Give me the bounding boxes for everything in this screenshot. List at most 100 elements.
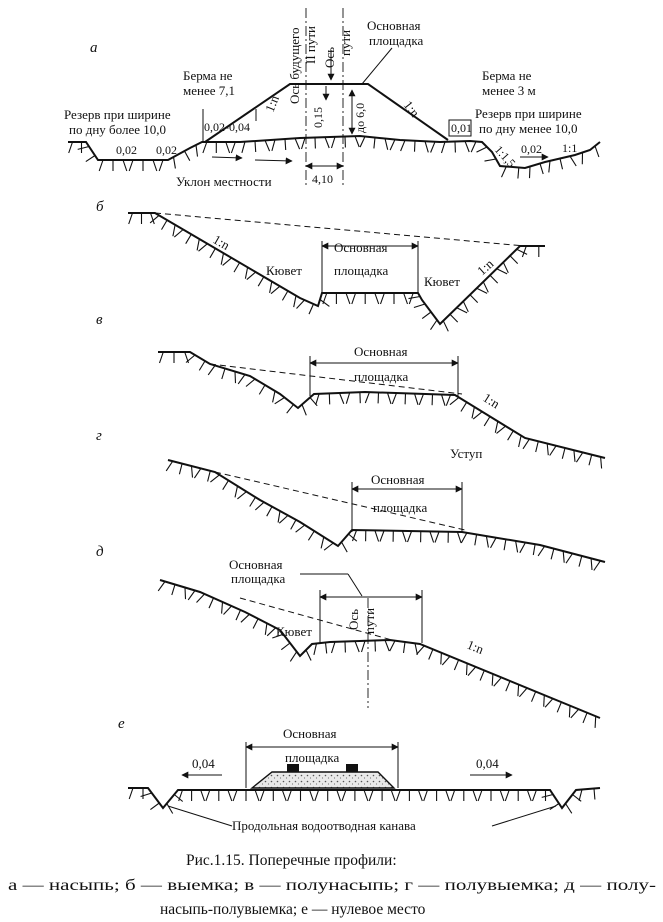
hatch-stroke	[190, 465, 194, 478]
hatch-stroke	[308, 303, 315, 315]
hatch-stroke	[289, 651, 298, 662]
hatch-stroke	[537, 545, 546, 557]
hatch-stroke	[185, 354, 196, 363]
hatch-stroke	[450, 789, 456, 802]
hatch-stroke	[200, 789, 206, 802]
hatch-stroke	[568, 705, 571, 718]
caption-line-2: а — насыпь; б — выемка; в — полунасыпь; …	[8, 877, 656, 894]
hatch-stroke	[278, 514, 289, 524]
hatch-stroke	[305, 649, 312, 661]
hatch-stroke	[128, 212, 134, 225]
hatch-stroke	[198, 360, 206, 371]
hatch-stroke	[341, 541, 348, 553]
hatch-stroke	[257, 276, 265, 287]
hatch-stroke	[578, 555, 583, 567]
hatch-stroke	[196, 238, 200, 251]
hatch-stroke	[389, 139, 396, 151]
hatch-stroke	[173, 229, 184, 238]
hatch-stroke	[237, 374, 246, 385]
hatch-stroke	[460, 401, 468, 412]
hatch-stroke	[471, 406, 475, 419]
hatch-stroke	[449, 313, 459, 323]
hatch-stroke	[161, 219, 168, 230]
hatch-stroke	[187, 590, 196, 601]
panel-g-platform-1: Основная	[371, 472, 424, 487]
hatch-stroke	[324, 642, 328, 654]
hatch-stroke	[482, 281, 489, 293]
hatch-stroke	[476, 287, 488, 294]
hatch-stroke	[271, 139, 276, 152]
hatch-stroke	[573, 450, 576, 462]
hatch-stroke	[491, 673, 494, 686]
hatch-stroke	[549, 803, 560, 811]
hatch-stroke	[172, 156, 176, 169]
panel-a-reserve-right-1: Резерв при ширине	[475, 106, 582, 121]
hatch-stroke	[467, 666, 477, 676]
hatch-stroke	[395, 789, 401, 802]
hatch-stroke	[530, 691, 537, 702]
hatch-stroke	[149, 214, 160, 224]
panel-d-ditch: Кювет	[276, 624, 312, 639]
panel-a-spacing: 4,10	[312, 172, 333, 186]
panel-a-axis-track-2: пути	[338, 30, 353, 56]
hatch-stroke	[494, 421, 499, 433]
hatch-stroke	[470, 141, 477, 153]
hatch-stroke	[421, 311, 432, 320]
hatch-stroke	[389, 640, 396, 652]
hatch-stroke	[294, 138, 301, 150]
panel-e-ditch-leader-left	[167, 805, 233, 827]
panel-e: е Основная площадка 0,04 0,04 Продольная…	[118, 716, 601, 833]
panel-a: а Резерв при ширине по дну более 10,0 Бе…	[64, 8, 601, 189]
hatch-stroke	[379, 292, 385, 305]
hatch-stroke	[593, 560, 601, 571]
panel-a-height-small: 0,15	[311, 107, 325, 128]
hatch-stroke	[330, 136, 336, 149]
panel-v: в Основная площадка 1:n	[96, 312, 606, 459]
hatch-stroke	[445, 789, 451, 802]
hatch-stroke	[541, 793, 554, 798]
hatch-stroke	[185, 234, 192, 244]
hatch-stroke	[77, 145, 90, 150]
panel-g-dashed-line	[214, 471, 466, 531]
panel-e-slope-left: 0,04	[192, 756, 215, 771]
hatch-stroke	[227, 789, 233, 802]
hatch-stroke	[232, 789, 238, 802]
hatch-stroke	[434, 531, 440, 543]
hatch-stroke	[207, 365, 216, 376]
panel-b-ditch-left: Кювет	[266, 263, 302, 278]
caption-line-3: насыпь-полувыемка; е — нулевое место	[160, 901, 426, 918]
hatch-stroke	[550, 548, 555, 560]
hatch-stroke	[499, 789, 505, 802]
hatch-stroke	[496, 425, 506, 434]
hatch-stroke	[364, 391, 371, 404]
hatch-stroke	[460, 532, 468, 544]
panel-b-ditch-right: Кювет	[424, 274, 460, 289]
hatch-stroke	[85, 155, 96, 163]
hatch-stroke	[453, 659, 460, 671]
panel-a-letter: а	[90, 40, 98, 56]
panel-e-rail-left	[287, 764, 299, 772]
hatch-stroke	[269, 281, 273, 294]
hatch-stroke	[252, 618, 259, 629]
hatch-stroke	[237, 491, 247, 500]
ground-hatching	[68, 136, 603, 814]
hatch-stroke	[348, 533, 358, 542]
panel-a-berm-right-2: менее 3 м	[482, 83, 536, 98]
hatch-stroke	[590, 558, 593, 571]
hatch-stroke	[578, 789, 583, 801]
hatch-stroke	[479, 670, 485, 681]
hatch-stroke	[259, 789, 265, 802]
hatch-stroke	[368, 789, 374, 802]
hatch-stroke	[266, 627, 276, 637]
hatch-stroke	[309, 789, 314, 802]
hatch-stroke	[417, 789, 423, 802]
panel-b: б 1:n Кювет Основная площадка Кювет 1:n	[96, 199, 545, 326]
hatch-stroke	[391, 392, 398, 405]
hatch-stroke	[222, 257, 232, 266]
hatch-stroke	[140, 792, 152, 798]
figure-caption: Рис.1.15. Поперечные профили: а — насыпь…	[8, 852, 656, 918]
hatch-stroke	[476, 146, 488, 153]
panel-a-axis-future-2: II пути	[303, 26, 318, 64]
hatch-stroke	[430, 141, 436, 153]
hatch-stroke	[546, 443, 549, 456]
